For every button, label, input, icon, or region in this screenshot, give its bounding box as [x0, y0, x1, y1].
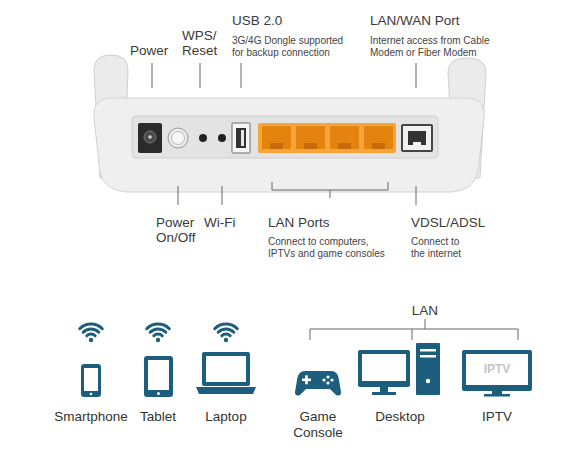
usb-port	[232, 123, 250, 153]
controller-button	[326, 381, 329, 384]
usb-port-slot	[236, 128, 246, 148]
wifi-symbol	[80, 324, 103, 342]
leader-line	[152, 63, 153, 88]
lan-port-notch	[304, 143, 317, 149]
leader-line	[222, 186, 223, 205]
port-label: LAN/WAN Port	[370, 13, 460, 28]
group-label: LAN	[395, 303, 455, 318]
port-label: WPS/ Reset	[182, 28, 220, 58]
smartphone-icon	[81, 364, 101, 397]
port-label: Power	[130, 43, 168, 58]
monitor-base	[372, 392, 396, 395]
power-button-ring	[172, 132, 185, 145]
device-caption: Tablet	[128, 409, 188, 425]
controller-button	[322, 378, 325, 381]
lan-port-notch	[270, 143, 283, 149]
lan-port-block	[258, 123, 396, 153]
wifi-symbol	[215, 324, 238, 342]
wifi-button	[218, 134, 226, 142]
dsl-jack	[402, 125, 432, 151]
leader-line	[178, 186, 179, 205]
port-description: Connect to computers, IPTVs and game con…	[268, 236, 392, 260]
screen-text: IPTV	[457, 362, 537, 376]
dsl-jack-socket	[408, 131, 426, 145]
device-icon: Smartphone	[51, 345, 131, 440]
wifi-symbol	[147, 324, 170, 342]
controller-button	[330, 378, 333, 381]
tablet-icon	[144, 356, 173, 397]
tablet-screen	[148, 360, 169, 390]
leader-line	[241, 63, 242, 88]
lan-wan-port	[364, 126, 393, 149]
rear-panel	[132, 116, 438, 158]
usb-port-tongue	[241, 130, 244, 146]
power-button	[168, 128, 188, 148]
device-icon: Desktop	[355, 345, 445, 440]
power-jack	[138, 123, 162, 153]
controller-dpad	[305, 375, 308, 384]
lan-port-notch	[372, 143, 385, 149]
lan-port	[330, 126, 359, 149]
game-controller-icon	[295, 371, 341, 396]
lan-port	[296, 126, 325, 149]
dsl-jack-latch	[413, 142, 421, 145]
router-body	[94, 98, 484, 192]
laptop-screen	[206, 356, 246, 382]
device-icon: Tablet	[128, 345, 188, 440]
tower-power	[426, 379, 430, 383]
device-caption: Smartphone	[51, 409, 131, 425]
tower-drive	[420, 349, 436, 352]
device-icon: IPTV IPTV	[457, 345, 537, 440]
smartphone-button	[90, 393, 93, 396]
power-jack-pin	[148, 135, 152, 139]
bracket	[272, 182, 388, 198]
leader-line	[416, 63, 417, 88]
lan-port-notch	[338, 143, 351, 149]
port-label: VDSL/ADSL	[411, 215, 485, 230]
port-description: Connect to the internet	[411, 236, 471, 260]
tv-base	[484, 394, 510, 397]
port-label: LAN Ports	[268, 215, 330, 230]
device-icon: Laptop	[191, 345, 261, 440]
device-caption: Game Console	[288, 409, 348, 441]
bracket	[310, 319, 518, 340]
device-caption: Desktop	[355, 409, 445, 425]
tower-drive	[420, 355, 436, 358]
laptop-icon	[202, 352, 250, 386]
device-caption: IPTV	[457, 409, 537, 425]
smartphone-screen	[84, 368, 98, 391]
tower-icon	[416, 343, 440, 395]
tablet-button	[157, 392, 160, 395]
port-description: 3G/4G Dongle supported for backup connec…	[232, 35, 351, 59]
lan-port	[262, 126, 291, 149]
device-icon: Game Console	[288, 345, 348, 440]
leader-line	[200, 63, 201, 88]
port-label: Power On/Off	[156, 215, 204, 245]
controller-button	[326, 375, 329, 378]
monitor-screen	[362, 354, 406, 381]
power-jack-socket	[144, 131, 156, 143]
laptop-base	[196, 387, 256, 394]
port-label: USB 2.0	[232, 13, 282, 28]
port-description: Internet access from Cable Modem or Fibe…	[370, 35, 502, 59]
leader-line	[416, 186, 417, 205]
monitor-icon	[358, 350, 410, 387]
wps-reset-button	[199, 134, 207, 142]
port-label: Wi-Fi	[204, 215, 235, 230]
device-caption: Laptop	[191, 409, 261, 425]
